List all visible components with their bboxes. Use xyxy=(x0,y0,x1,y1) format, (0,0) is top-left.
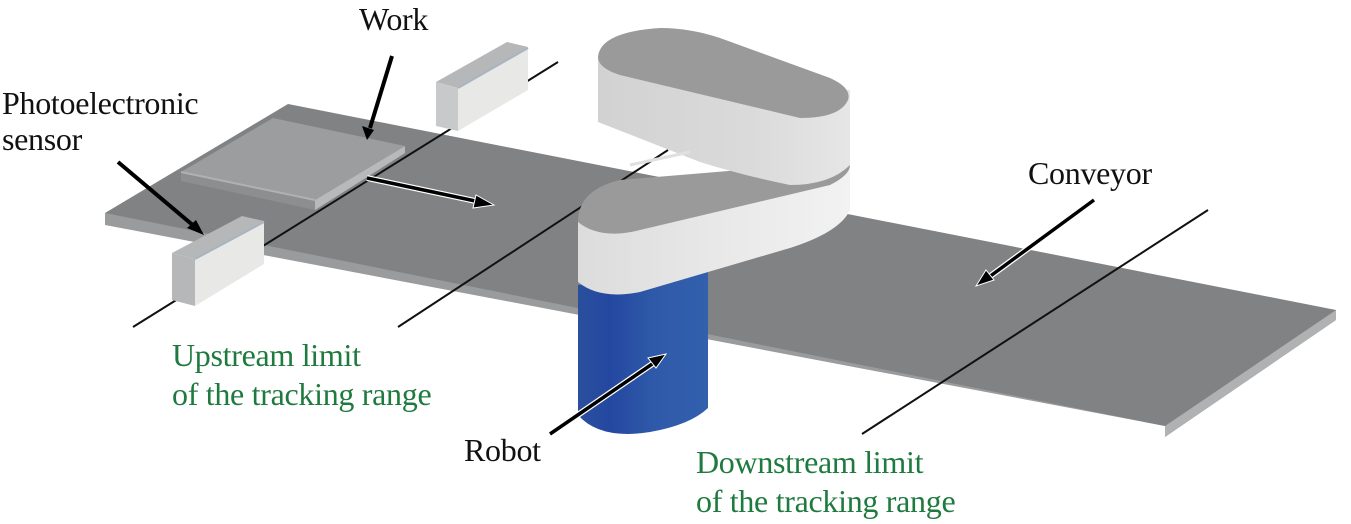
upstream-limit-label-line1: Upstream limit xyxy=(172,337,361,373)
upstream-limit-label-line2: of the tracking range xyxy=(172,376,432,412)
conveyor-arrow-head xyxy=(974,269,995,287)
robot-base xyxy=(578,270,708,434)
robot-lower-arm-side xyxy=(578,165,850,295)
robot-upper-arm-top xyxy=(598,28,849,118)
photoelectronic-sensor-far xyxy=(436,42,529,131)
robot-arrow-head xyxy=(647,353,668,369)
work-piece xyxy=(180,118,405,210)
robot xyxy=(578,28,850,434)
photoelectronic-sensor-label-line2: sensor xyxy=(2,121,82,157)
work-arrow xyxy=(368,55,394,129)
direction-arrow-head xyxy=(472,194,496,209)
photoelectronic-sensor-label-line1: Photoelectronic xyxy=(2,85,199,121)
conveyor-front-edge xyxy=(1165,310,1336,437)
conveyor-label: Conveyor xyxy=(1028,155,1152,191)
annotation-arrows xyxy=(116,55,1096,437)
robot-label: Robot xyxy=(464,432,541,468)
sensor-arrow xyxy=(116,160,197,229)
photoelectronic-sensor-near xyxy=(172,216,265,306)
downstream-limit-label-line2: of the tracking range xyxy=(696,483,956,519)
downstream-limit-label-line1: Downstream limit xyxy=(696,444,924,480)
work-label: Work xyxy=(359,1,429,37)
upstream-limit-line xyxy=(397,149,669,328)
downstream-limit-line xyxy=(861,209,1209,435)
